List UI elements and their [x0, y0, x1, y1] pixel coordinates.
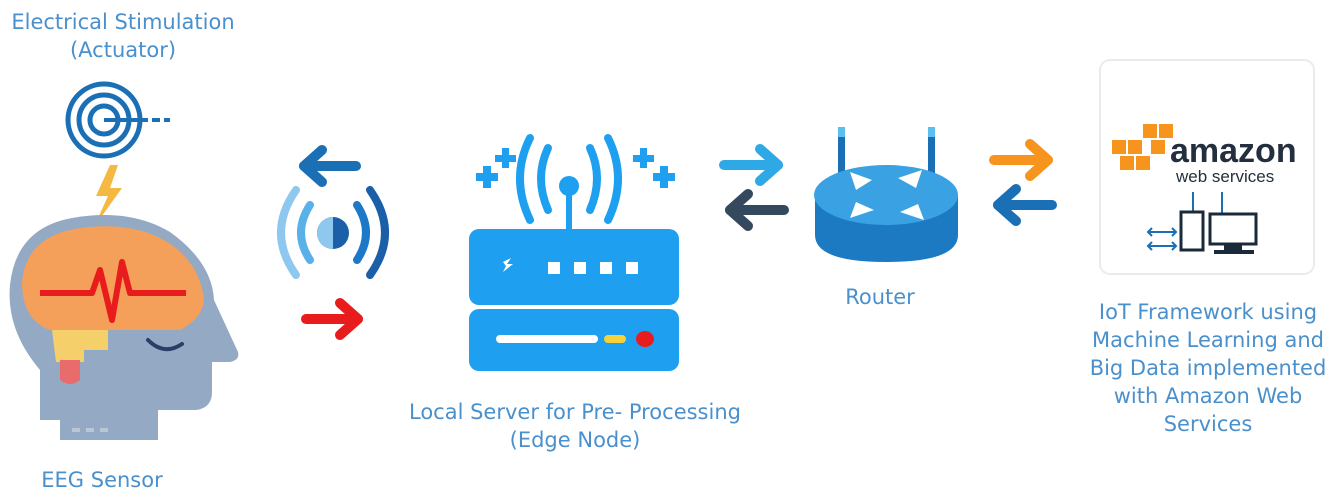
- target-icon: [65, 81, 170, 159]
- router-label: Router: [845, 285, 915, 309]
- uplink-arrow-left: [299, 145, 361, 187]
- iot-label-line4: with Amazon Web: [1113, 384, 1303, 408]
- head-icon: [9, 215, 239, 440]
- computer-icon: [1146, 192, 1258, 254]
- iot-label-line1: IoT Framework using: [1098, 300, 1318, 324]
- lightning-icon: [94, 165, 122, 227]
- aws-cubes-logo: [1112, 124, 1173, 170]
- actuator-label: Electrical Stimulation (Actuator): [0, 8, 246, 64]
- edge-node-label: Local Server for Pre- Processing (Edge N…: [380, 398, 770, 454]
- edge-node-label-line1: Local Server for Pre- Processing: [409, 400, 741, 424]
- cloud-to-router-arrow: [993, 184, 1057, 226]
- aws-card: [1099, 59, 1315, 275]
- iot-framework-label: IoT Framework using Machine Learning and…: [1080, 298, 1336, 438]
- wifi-signal-icon: [277, 186, 389, 279]
- eeg-sensor-label: EEG Sensor: [41, 468, 163, 492]
- iot-label-line3: Big Data implemented: [1089, 356, 1327, 380]
- aws-brand-text: amazon: [1170, 132, 1297, 170]
- downlink-arrow-right: [301, 298, 363, 340]
- iot-label-line2: Machine Learning and: [1092, 328, 1324, 352]
- actuator-label-line2: (Actuator): [69, 38, 177, 62]
- actuator-label-line1: Electrical Stimulation: [11, 10, 235, 34]
- router-to-server-arrow: [725, 189, 789, 231]
- wifi-center-half: [317, 217, 333, 249]
- server-icon: [469, 134, 679, 371]
- iot-label-line5: Services: [1163, 412, 1253, 436]
- router-to-cloud-arrow: [989, 139, 1053, 181]
- router-icon: [814, 127, 958, 262]
- edge-node-label-line2: (Edge Node): [509, 428, 641, 452]
- aws-sub-text: web services: [1175, 167, 1274, 186]
- server-to-router-arrow: [719, 144, 783, 186]
